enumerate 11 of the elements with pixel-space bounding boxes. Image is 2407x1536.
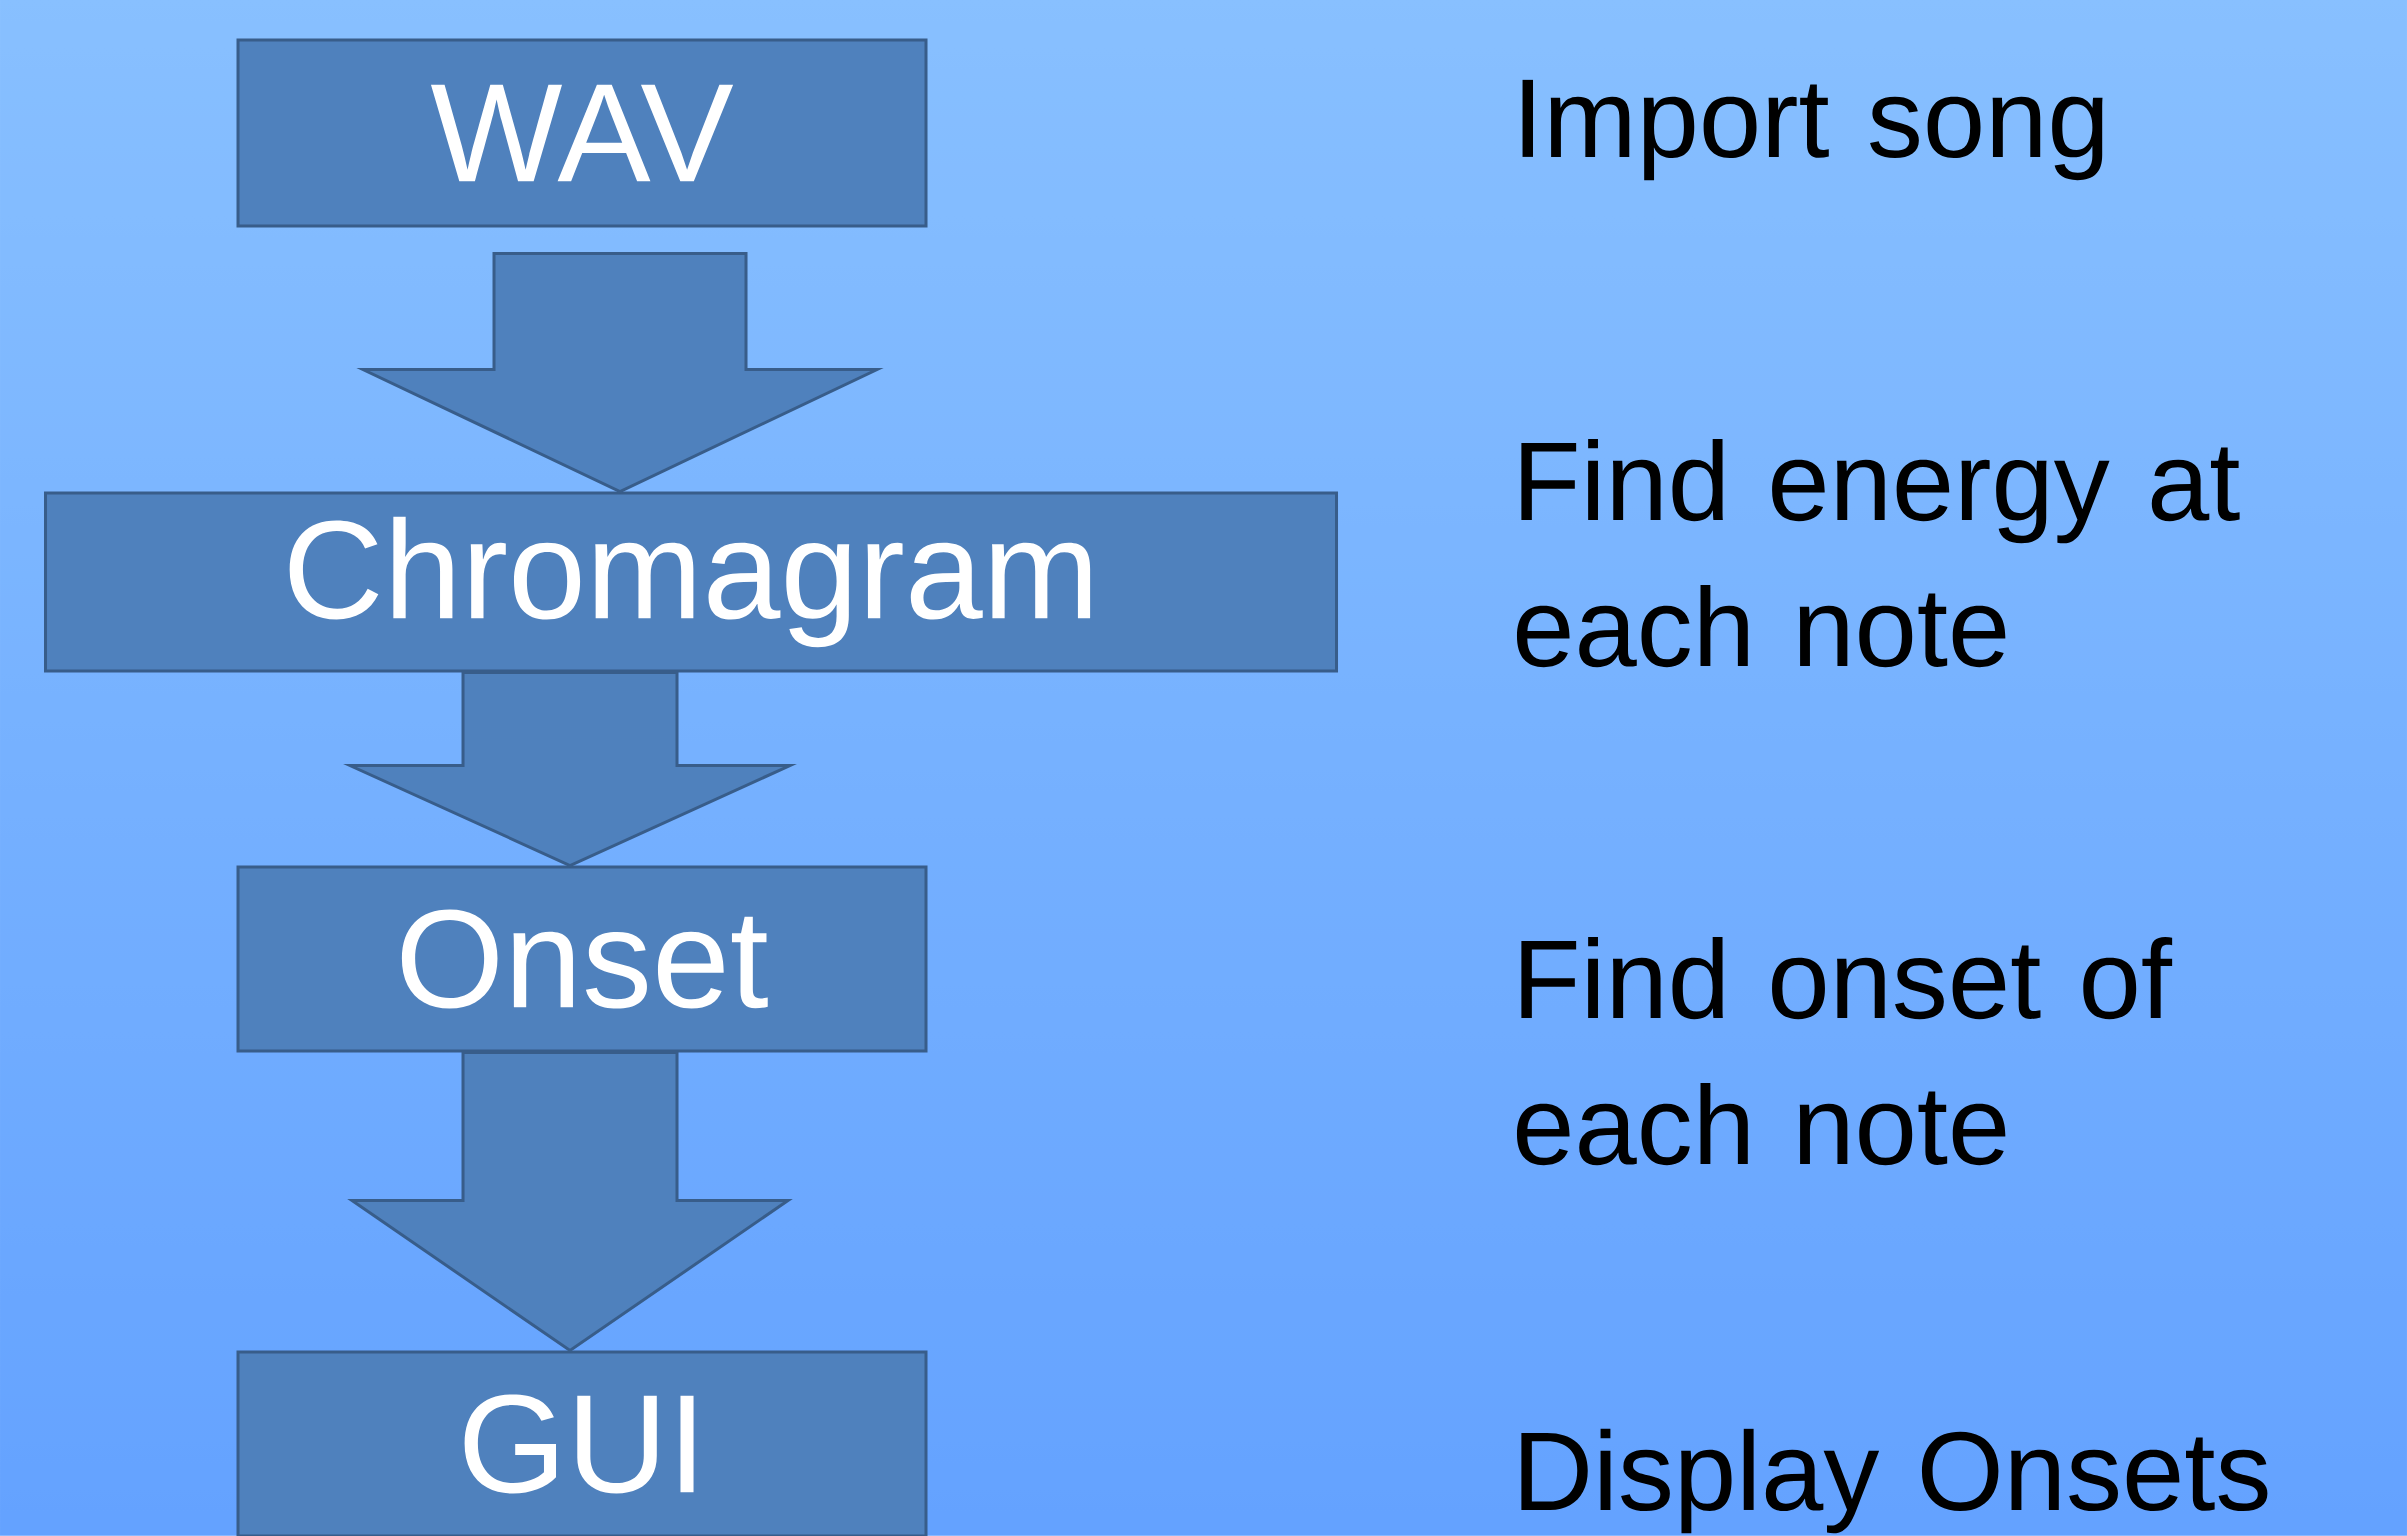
block-arrow (356, 252, 884, 494)
step-description: Import song (1522, 79, 2103, 181)
process-box: GUI (236, 1350, 928, 1536)
block-arrow (343, 671, 797, 868)
step-description: Find energy at each note (1516, 438, 2240, 668)
step-description: Find onset of each note (1516, 936, 2173, 1166)
step-description: Display Onsets (1521, 1428, 2268, 1534)
block-arrow (347, 1051, 793, 1353)
process-box: WAV (236, 38, 928, 228)
process-box: Chromagram (44, 491, 1338, 673)
process-box: Onset (236, 865, 928, 1053)
